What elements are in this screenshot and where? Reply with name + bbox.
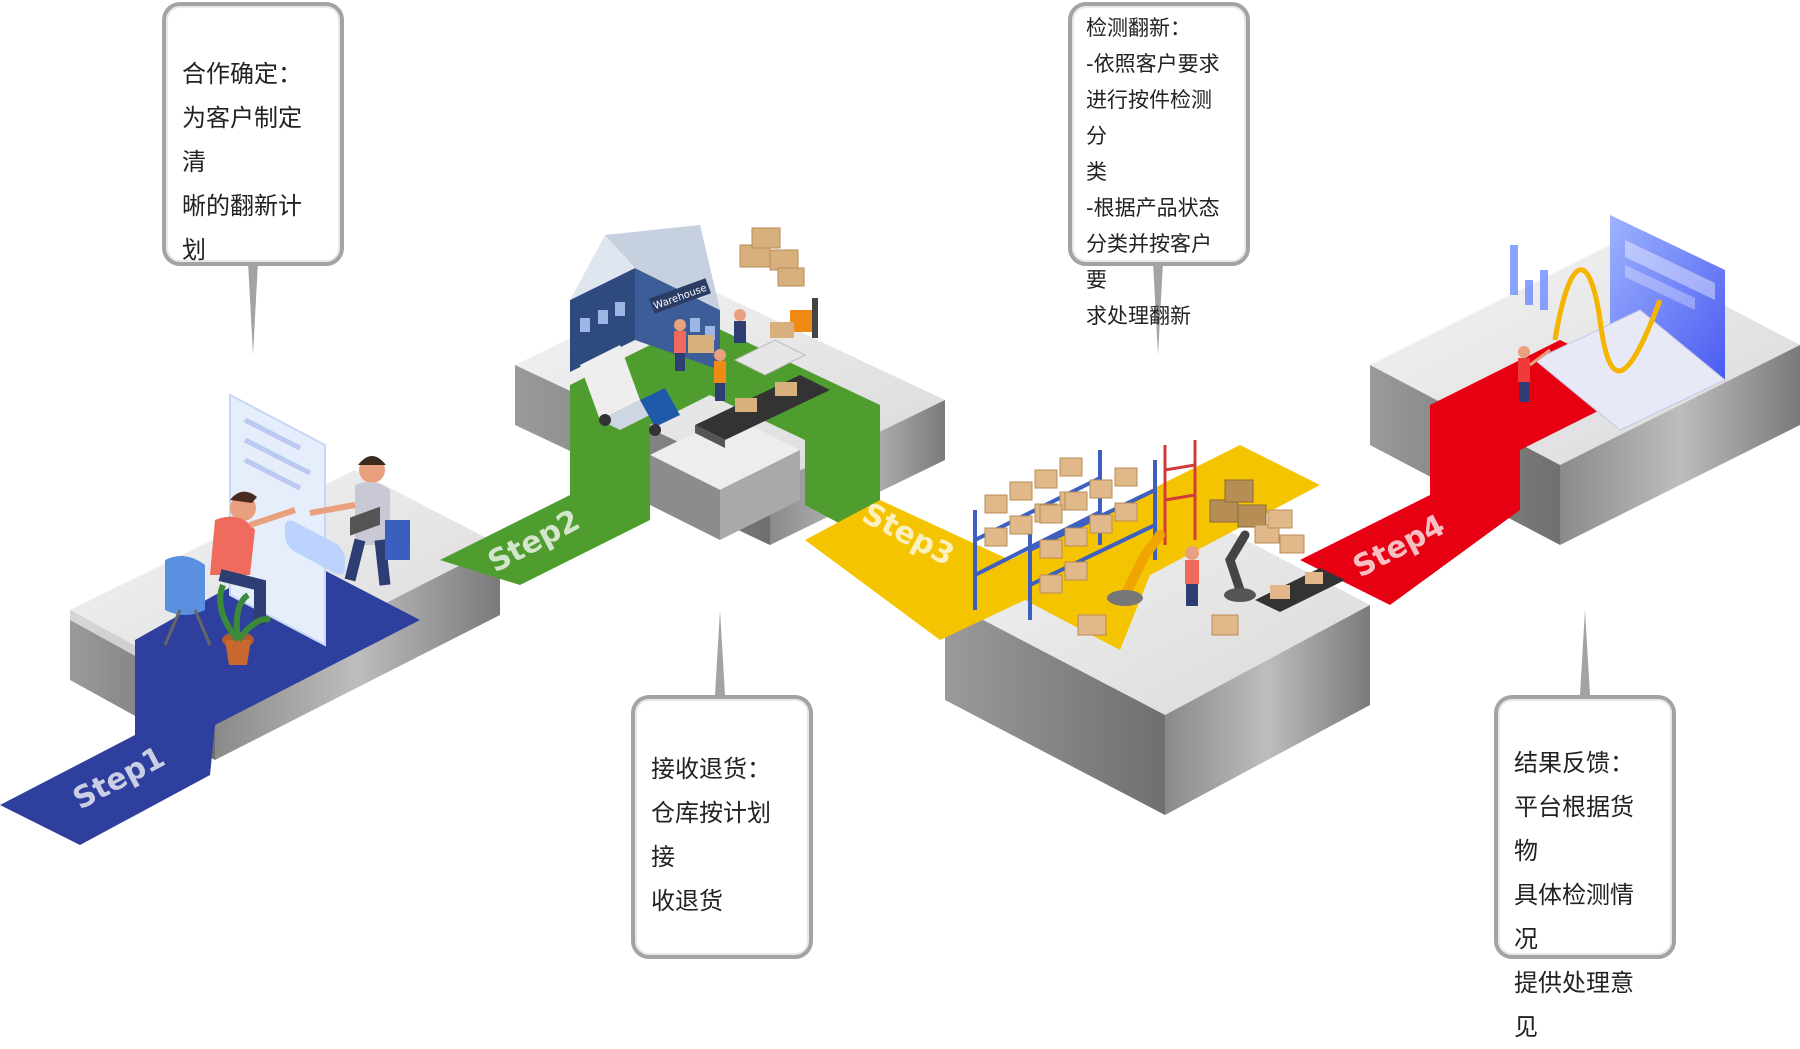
warehouse-illustration: Warehouse: [570, 225, 830, 448]
bubble-feedback-title: 结果反馈：: [1514, 749, 1634, 777]
bubble-cooperation-title: 合作确定：: [182, 60, 302, 88]
bubble-cooperation-line-1: 为客户制定清: [182, 104, 302, 176]
bubble-feedback-line-3: 提供处理意见: [1514, 969, 1634, 1041]
feedback-illustration: [1510, 215, 1726, 431]
sorting-illustration: [973, 440, 1345, 636]
bubble-cooperation-line-2: 晰的翻新计划: [182, 192, 302, 264]
bubble-receive-returns-line-2: 收退货: [651, 887, 723, 915]
bubble-inspect-line-6: 求处理翻新: [1086, 304, 1191, 328]
bubble-inspect-line-3: 类: [1086, 160, 1107, 184]
ribbon-step2: [440, 320, 880, 585]
bubble-feedback-line-1: 平台根据货物: [1514, 793, 1634, 865]
bubble-inspect-line-5: 分类并按客户要: [1086, 232, 1212, 292]
meeting-illustration: [163, 393, 410, 665]
bubble-feedback: 结果反馈： 平台根据货物 具体检测情况 提供处理意见: [1494, 695, 1676, 1041]
bubble-inspect-line-4: -根据产品状态: [1086, 196, 1220, 220]
bubble-cooperation: 合作确定： 为客户制定清 晰的翻新计划: [162, 2, 344, 266]
bubble-receive-returns: 接收退货： 仓库按计划接 收退货: [631, 695, 813, 959]
bubble-pointers: [248, 262, 1590, 695]
ribbon-step1: [0, 555, 420, 845]
bubble-receive-returns-line-1: 仓库按计划接: [651, 799, 771, 871]
bubble-inspect-line-1: -依照客户要求: [1086, 52, 1220, 76]
bubble-inspect-title: 检测翻新：: [1086, 16, 1191, 40]
bubble-inspect-refurbish: 检测翻新： -依照客户要求 进行按件检测分 类 -根据产品状态 分类并按客户要 …: [1068, 2, 1250, 328]
bubble-inspect-line-2: 进行按件检测分: [1086, 88, 1212, 148]
bubble-feedback-line-2: 具体检测情况: [1514, 881, 1634, 953]
bubble-receive-returns-title: 接收退货：: [651, 755, 771, 783]
process-diagram: Step1 Step2 Step3 Step4: [0, 215, 1800, 845]
ribbon-step4: [1300, 340, 1650, 605]
